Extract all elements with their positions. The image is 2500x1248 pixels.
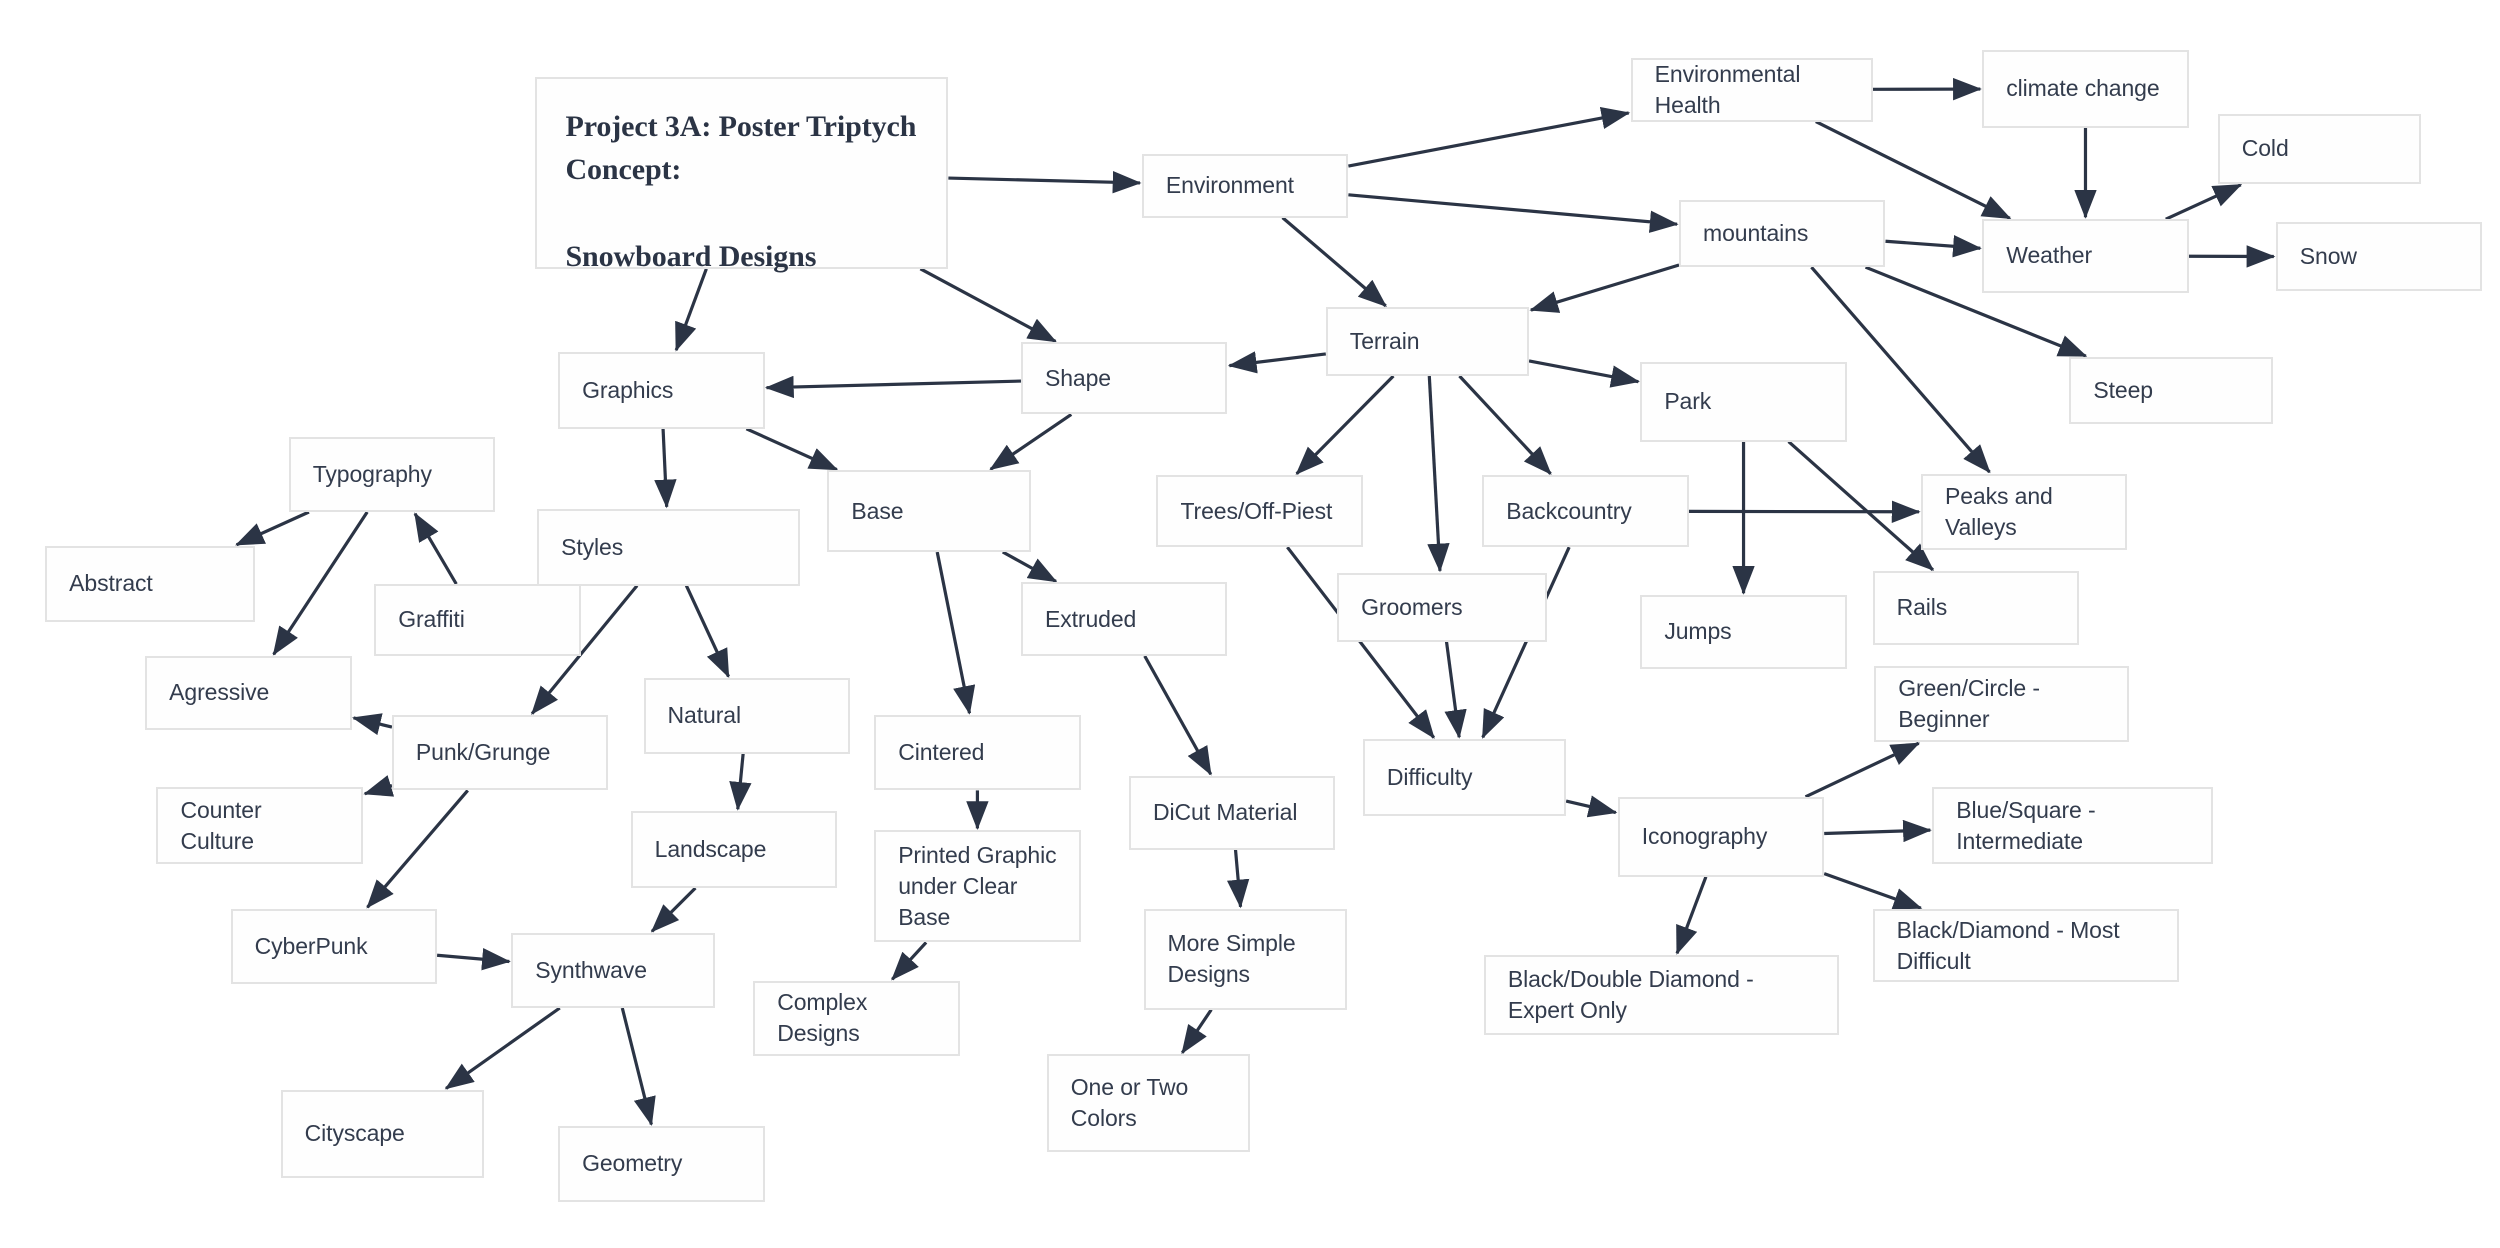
node-countercult[interactable]: Counter Culture <box>156 787 363 864</box>
node-greencircle[interactable]: Green/Circle - Beginner <box>1874 665 2130 743</box>
node-complexdesigns[interactable]: Complex Designs <box>753 980 960 1056</box>
edge-dicut-to-moresimple <box>1226 849 1250 909</box>
node-rails[interactable]: Rails <box>1872 571 2080 645</box>
node-base[interactable]: Base <box>827 470 1031 552</box>
edge-shape-to-base <box>989 413 1073 471</box>
edge-natural-to-landscape <box>729 753 752 811</box>
edge-environment-to-mountains <box>1348 193 1679 233</box>
node-agressive[interactable]: Agressive <box>145 656 352 730</box>
edge-shape-to-graphics <box>764 375 1022 399</box>
edge-base-to-extruded <box>1001 550 1058 583</box>
node-peaksvalleys[interactable]: Peaks and Valleys <box>1920 473 2128 551</box>
edge-moresimple-to-oneortwo <box>1180 1008 1213 1055</box>
node-mountains[interactable]: mountains <box>1679 200 1886 268</box>
node-envhealth[interactable]: Environmental Health <box>1630 57 1873 122</box>
node-landscape[interactable]: Landscape <box>630 811 838 888</box>
edge-root-to-environment <box>948 171 1142 194</box>
node-synthwave[interactable]: Synthwave <box>511 932 715 1008</box>
node-graphics[interactable]: Graphics <box>558 352 765 429</box>
edge-mountains-to-terrain <box>1529 263 1680 313</box>
edge-terrain-to-shape <box>1227 351 1326 374</box>
edge-iconography-to-blackdouble <box>1675 876 1708 955</box>
node-iconography[interactable]: Iconography <box>1617 796 1825 877</box>
edge-printedgraphic-to-complexdesigns <box>891 941 928 981</box>
edge-difficulty-to-iconography <box>1565 795 1618 818</box>
node-moresimple[interactable]: More Simple Designs <box>1143 908 1347 1010</box>
node-snow[interactable]: Snow <box>2275 222 2483 292</box>
node-shape[interactable]: Shape <box>1020 342 1228 415</box>
node-cityscape[interactable]: Cityscape <box>280 1089 484 1178</box>
node-graffiti[interactable]: Graffiti <box>374 584 581 656</box>
node-terrain[interactable]: Terrain <box>1325 307 1530 376</box>
node-bluesquare[interactable]: Blue/Square - Intermediate <box>1932 787 2213 864</box>
node-park[interactable]: Park <box>1640 361 1847 442</box>
node-typography[interactable]: Typography <box>288 436 496 512</box>
node-difficulty[interactable]: Difficulty <box>1362 739 1567 816</box>
edge-typography-to-abstract <box>235 510 310 547</box>
edge-base-to-cintered <box>935 551 976 715</box>
edge-typography-to-agressive <box>272 511 369 656</box>
node-environment[interactable]: Environment <box>1141 153 1349 218</box>
edge-extruded-to-dicut <box>1143 655 1213 776</box>
edge-styles-to-natural <box>684 584 730 679</box>
edge-terrain-to-backcountry <box>1458 374 1552 475</box>
node-blackdouble[interactable]: Black/Double Diamond - Expert Only <box>1483 955 1839 1036</box>
node-climate[interactable]: climate change <box>1982 49 2189 128</box>
edge-graphics-to-base <box>745 427 839 472</box>
edge-punkgrunge-to-countercult <box>363 775 395 797</box>
node-root[interactable]: Project 3A: Poster Triptych Concept: Sno… <box>535 76 949 273</box>
node-extruded[interactable]: Extruded <box>1020 582 1228 656</box>
node-jumps[interactable]: Jumps <box>1640 595 1847 669</box>
node-cyberpunk[interactable]: CyberPunk <box>230 908 438 984</box>
node-cintered[interactable]: Cintered <box>874 715 1081 791</box>
node-dicut[interactable]: DiCut Material <box>1129 776 1336 850</box>
node-natural[interactable]: Natural <box>643 678 850 754</box>
edge-cyberpunk-to-synthwave <box>436 947 511 971</box>
node-weather[interactable]: Weather <box>1982 219 2189 293</box>
edge-graphics-to-styles <box>654 428 677 509</box>
edge-root-to-shape <box>919 267 1057 343</box>
node-cold[interactable]: Cold <box>2217 113 2421 184</box>
node-printedgraphic[interactable]: Printed Graphic under Clear Base <box>874 830 1081 943</box>
edge-mountains-to-weather <box>1885 235 1982 258</box>
edge-terrain-to-groomers <box>1427 375 1450 573</box>
edge-groomers-to-difficulty <box>1444 641 1467 739</box>
edge-graffiti-to-typography <box>413 512 458 585</box>
edge-synthwave-to-cityscape <box>444 1006 561 1090</box>
edge-weather-to-cold <box>2165 183 2243 221</box>
edge-iconography-to-blackdiamond <box>1823 872 1923 910</box>
edge-terrain-to-park <box>1528 359 1640 388</box>
node-backcountry[interactable]: Backcountry <box>1482 475 1689 548</box>
edge-root-to-graphics <box>674 268 708 352</box>
node-styles[interactable]: Styles <box>537 508 800 586</box>
edge-environment-to-envhealth <box>1348 106 1631 168</box>
node-punkgrunge[interactable]: Punk/Grunge <box>391 715 609 791</box>
node-treesoffpiste[interactable]: Trees/Off-Piest <box>1156 475 1363 548</box>
edge-synthwave-to-geometry <box>620 1007 656 1127</box>
edge-terrain-to-treesoffpiste <box>1295 374 1395 475</box>
edge-landscape-to-synthwave <box>650 886 697 933</box>
edge-environment-to-terrain <box>1281 216 1387 308</box>
node-blackdiamond[interactable]: Black/Diamond - Most Difficult <box>1872 908 2180 983</box>
node-abstract[interactable]: Abstract <box>45 545 255 623</box>
node-oneortwo[interactable]: One or Two Colors <box>1046 1054 1250 1152</box>
edge-punkgrunge-to-cyberpunk <box>366 789 469 909</box>
edge-iconography-to-greencircle <box>1804 741 1921 799</box>
edge-park-to-rails <box>1787 440 1935 572</box>
node-geometry[interactable]: Geometry <box>558 1126 765 1202</box>
node-groomers[interactable]: Groomers <box>1337 572 1547 642</box>
node-steep[interactable]: Steep <box>2069 356 2273 424</box>
edge-iconography-to-bluesquare <box>1824 819 1932 843</box>
edge-punkgrunge-to-agressive <box>352 713 393 736</box>
